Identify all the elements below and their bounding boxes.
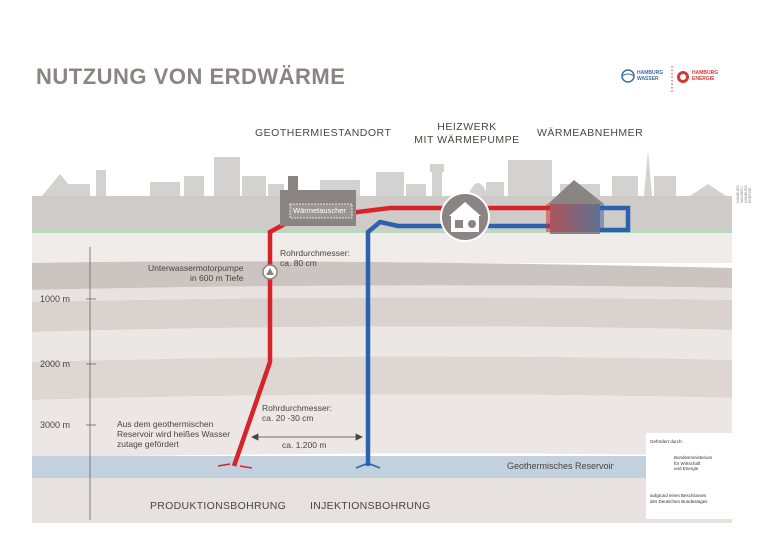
sponsor-heading: Gefördert durch: [650,439,683,444]
waermetauscher-label: Wärmetauscher [293,206,346,215]
rohrdurchmesser-80-label: Rohrdurchmesser:ca. 80 cm [280,248,350,268]
depth-1000: 1000 m [40,294,71,304]
geothermiestandort-label: GEOTHERMIESTANDORT [255,127,392,139]
produktionsbohrung-label: PRODUKTIONSBOHRUNG [150,500,287,512]
waermeabnehmer-label: WÄRMEABNEHMER [537,127,644,139]
depth-3000: 3000 m [40,420,71,430]
geothermie-station [280,176,356,226]
reservoir-flow-arrows [217,463,381,469]
pump-symbol [262,264,278,280]
reservoir-label: Geothermisches Reservoir [507,461,614,471]
hamburg-wasser-logo [621,69,635,83]
hamburg-energie-logo [677,71,689,83]
rohrdurchmesser-20-30-label: Rohrdurchmesser:ca. 20 -30 cm [262,403,332,423]
injektionsbohrung-label: INJEKTIONSBOHRUNG [310,500,431,512]
sponsor-box: Gefördert durch: Bundesministerium für W… [646,433,732,519]
depth-axis [86,247,96,520]
reservoir-note: Aus dem geothermischen Reservoir wird he… [117,419,231,449]
depth-2000: 2000 m [40,359,71,369]
ministry-name: Bundesministerium für Wirtschaft und Ene… [674,455,713,471]
heizwerk [440,192,490,242]
ground-layers [32,196,732,523]
distance-arrow [251,433,363,441]
sponsor-note: aufgrund eines Beschlusses des Deutschen… [650,493,708,504]
page-title: NUTZUNG VON ERDWÄRME [36,64,346,89]
distance-label: ca. 1.200 m [282,440,327,450]
side-credit: HAMBURG WASSER / HAMBURG ENERGIE [736,185,752,203]
